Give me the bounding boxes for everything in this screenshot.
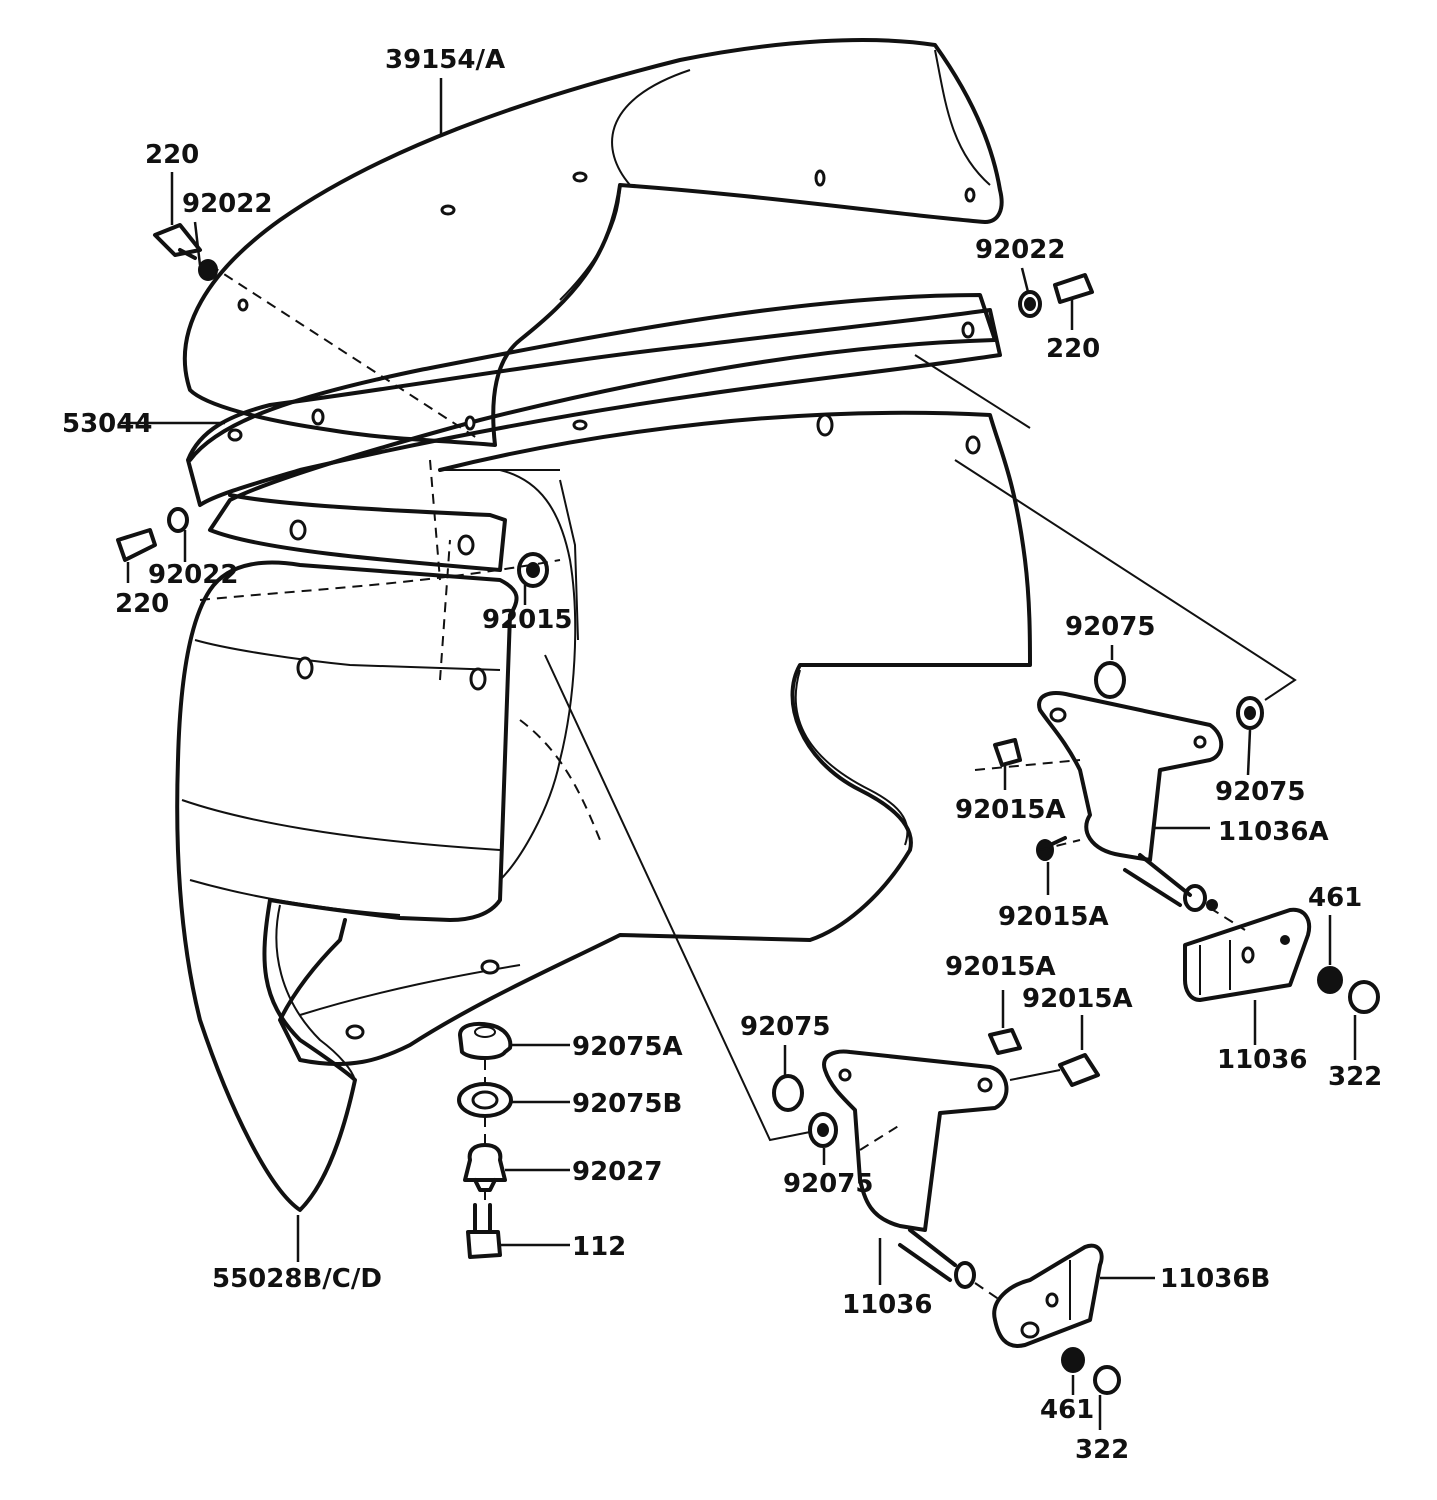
- assembly-guide-lines: [209, 264, 1297, 1301]
- washer-322-lower: [1093, 1365, 1121, 1395]
- label-39154-a: 39154/A: [385, 45, 505, 75]
- label-92075-right-top: 92075: [1065, 612, 1155, 642]
- nut-461: [1317, 966, 1343, 994]
- label-92015a-top: 92015A: [955, 795, 1066, 825]
- label-11036b: 11036B: [1160, 1264, 1270, 1294]
- label-11036a: 11036A: [1218, 817, 1329, 847]
- grommet-92015A-top: [993, 738, 1022, 767]
- screw-220-left: [116, 528, 157, 562]
- label-92022-top-right: 92022: [975, 235, 1065, 265]
- grommet-92075-top: [1094, 661, 1126, 699]
- label-11036-right: 11036: [1217, 1045, 1307, 1075]
- trim-strip: [188, 293, 997, 572]
- grommet-92075-lower-top: [772, 1074, 804, 1112]
- grommet-92015: [517, 552, 549, 588]
- grommet-92075-lower: [808, 1112, 838, 1148]
- screw-220-top-left: [153, 223, 202, 260]
- label-92022-top-left: 92022: [182, 189, 272, 219]
- bolt-112: [466, 1203, 502, 1259]
- label-92015a-lower-left: 92015A: [945, 952, 1056, 982]
- label-53044: 53044: [62, 409, 152, 439]
- grommet-92075B: [457, 1082, 513, 1118]
- label-92075-right-side: 92075: [1215, 777, 1305, 807]
- washer-322: [1348, 980, 1380, 1014]
- fairing-body: [175, 308, 1032, 1212]
- washer-92022-top-right: [1018, 290, 1042, 318]
- bracket-lower: [822, 1049, 1009, 1289]
- label-11036-lower: 11036: [842, 1290, 932, 1320]
- label-220-top-right: 220: [1046, 334, 1100, 364]
- grommet-92075-side: [1236, 696, 1264, 730]
- label-92015: 92015: [482, 605, 572, 635]
- label-220-left: 220: [115, 589, 169, 619]
- grommet-92015A-lower-right: [1058, 1053, 1100, 1087]
- grommet-92075A: [458, 1021, 513, 1060]
- washer-92022-left: [167, 507, 189, 533]
- nut-461-lower: [1061, 1347, 1085, 1373]
- label-322-lower: 322: [1075, 1435, 1129, 1465]
- screw-220-top-right: [1053, 273, 1094, 304]
- washer-92022-top-left: [198, 259, 218, 281]
- label-92075-lower-top: 92075: [740, 1012, 830, 1042]
- leader-lines: [120, 78, 1357, 1430]
- label-92015a-lower-right: 92015A: [1022, 984, 1133, 1014]
- grommet-92015A-mid: [1036, 836, 1067, 861]
- clip-92027: [463, 1143, 507, 1192]
- label-112: 112: [572, 1232, 626, 1262]
- bracket-11036: [1183, 907, 1311, 1002]
- label-92075a: 92075A: [572, 1032, 683, 1062]
- label-55028b-c-d: 55028B/C/D: [212, 1264, 382, 1294]
- label-322-right: 322: [1328, 1062, 1382, 1092]
- label-220-top-left: 220: [145, 140, 199, 170]
- bracket-11036B: [992, 1243, 1104, 1348]
- label-461-right: 461: [1308, 883, 1362, 913]
- label-92015a-mid: 92015A: [998, 902, 1109, 932]
- label-92022-left: 92022: [148, 560, 238, 590]
- label-92027: 92027: [572, 1157, 662, 1187]
- label-92075b: 92075B: [572, 1089, 682, 1119]
- bracket-11036A: [1037, 691, 1224, 912]
- label-461-lower: 461: [1040, 1395, 1094, 1425]
- windshield: [182, 38, 1004, 447]
- label-92075-lower: 92075: [783, 1169, 873, 1199]
- grommet-92015A-lower-left: [988, 1028, 1022, 1055]
- part-labels: 39154/A 220 92022 92022 220 53044 92022 …: [62, 45, 1382, 1465]
